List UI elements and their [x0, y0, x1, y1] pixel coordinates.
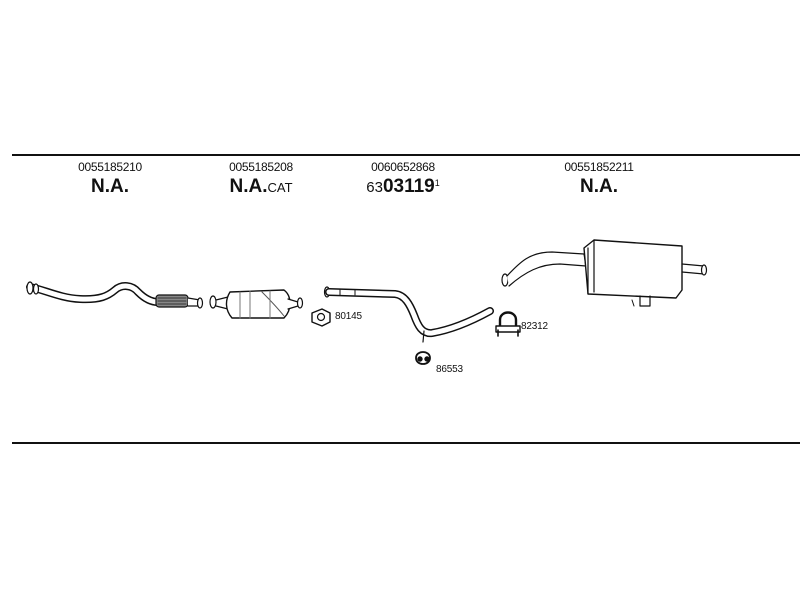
part-header-rear-muffler: 00551852211 N.A. — [529, 160, 669, 198]
part-header-front-pipe: 0055185210 N.A. — [40, 160, 180, 198]
bottom-divider — [12, 442, 800, 444]
part-header-middle-pipe: 0060652868 63031191 — [333, 160, 473, 198]
rear-muffler-icon — [501, 239, 708, 307]
part-number: 0055185210 — [78, 160, 142, 174]
part-number: 0055185208 — [229, 160, 293, 174]
top-divider — [12, 154, 800, 156]
part-code: 63031191 — [366, 176, 440, 197]
rubber-hanger-icon — [415, 351, 431, 365]
fitting-ref-clamp: 82312 — [521, 321, 548, 332]
part-code: N.A.CAT — [229, 176, 293, 197]
part-code-superscript: 1 — [434, 178, 440, 188]
middle-pipe-icon — [323, 286, 494, 343]
front-pipe-icon — [26, 281, 204, 309]
part-header-catalytic-converter: 0055185208 N.A.CAT — [191, 160, 331, 198]
u-clamp-icon — [495, 311, 521, 337]
part-code: N.A. — [91, 176, 129, 197]
fitting-ref-gasket: 80145 — [335, 311, 362, 322]
part-code-suffix: CAT — [267, 180, 293, 195]
part-code-prefix: 63 — [366, 179, 383, 196]
part-number: 00551852211 — [564, 160, 634, 174]
part-code: N.A. — [580, 176, 618, 197]
catalytic-converter-icon — [209, 289, 304, 319]
fitting-ref-hanger: 86553 — [436, 364, 463, 375]
gasket-icon — [311, 308, 331, 327]
part-number: 0060652868 — [371, 160, 435, 174]
